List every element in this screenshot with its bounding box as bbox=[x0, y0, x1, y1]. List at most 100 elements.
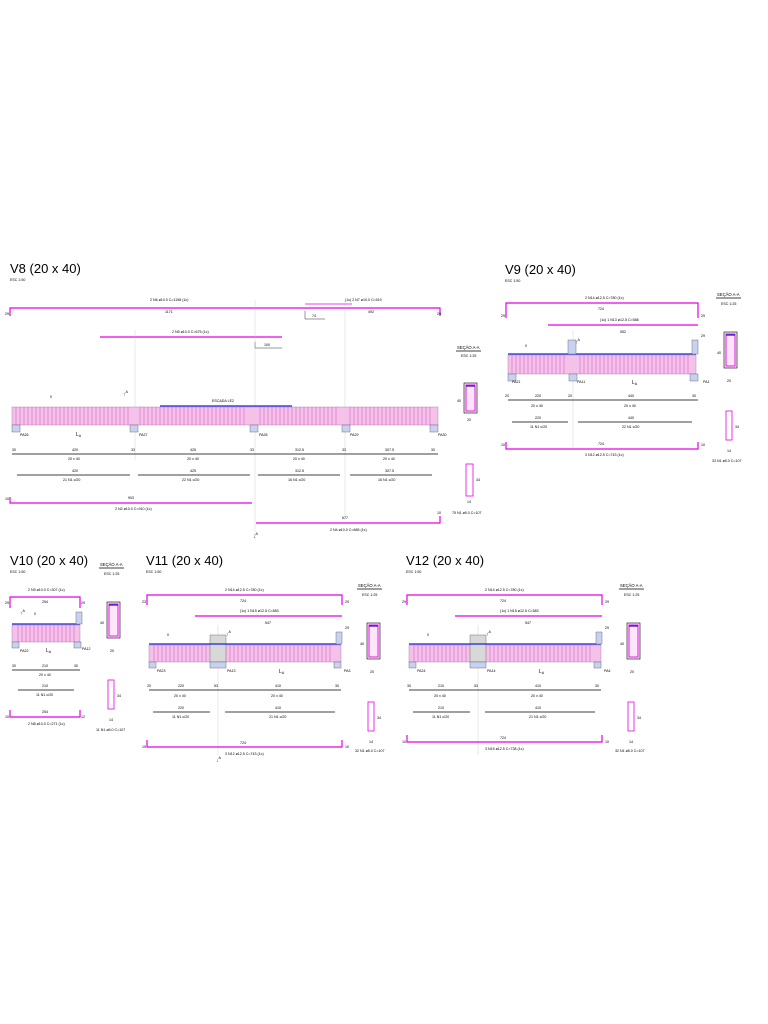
hook-length: 10 bbox=[5, 497, 9, 501]
stirrup-length: 210 bbox=[42, 684, 48, 688]
column-stub bbox=[249, 424, 259, 433]
top-bar-n14 bbox=[505, 302, 699, 318]
hook-length: 29 bbox=[701, 334, 705, 338]
span-section: 20 x 40 bbox=[531, 404, 543, 408]
hook-length: 10 bbox=[605, 740, 609, 744]
stirrup-detail bbox=[627, 701, 635, 732]
bottom-length: 724 bbox=[500, 736, 506, 740]
span-section: 20 x 40 bbox=[187, 457, 199, 461]
section-outline bbox=[723, 331, 738, 369]
support-dim: 20 bbox=[505, 394, 509, 398]
span-label: LA bbox=[76, 432, 82, 438]
span-section: 20 x 40 bbox=[531, 694, 543, 698]
section-mark: ↑A bbox=[123, 390, 129, 398]
bottom-bar bbox=[146, 740, 343, 748]
section-scale: ESC 1:25 bbox=[721, 302, 736, 306]
stirrup-detail-height: 34 bbox=[735, 425, 739, 429]
beam-elevation bbox=[507, 354, 697, 375]
column-stub bbox=[408, 661, 417, 669]
span-label: LA bbox=[539, 669, 545, 675]
intermediate-column bbox=[469, 634, 487, 663]
section-scale: ESC 1:25 bbox=[624, 593, 639, 597]
top-bar-label: 2 N6 ø10.0 C=1198 (1c) bbox=[150, 298, 188, 302]
bottom-length: 254 bbox=[42, 710, 48, 714]
stirrup-spec: 21 N1 c/20 bbox=[529, 715, 546, 719]
section-mark: ↓A bbox=[216, 756, 222, 764]
top-bar-n6 bbox=[9, 307, 441, 316]
bottom-bar-n2 bbox=[9, 497, 252, 504]
section-stirrup bbox=[725, 333, 736, 367]
section-scale: ESC 1:25 bbox=[362, 593, 377, 597]
bottom-bar-label: 2 N4 ø10.0 C=685 (1c) bbox=[330, 528, 367, 532]
stirrup-detail bbox=[465, 463, 474, 497]
support-dim: 33 bbox=[342, 448, 346, 452]
support-label: PA3 bbox=[344, 669, 351, 673]
stirrup-spec: 22 N1 c/20 bbox=[622, 425, 639, 429]
section-width: 20 bbox=[630, 670, 634, 674]
span-label: LA bbox=[632, 380, 638, 386]
span-dim: 410 bbox=[275, 684, 281, 688]
stirrup-detail-width: 14 bbox=[727, 449, 731, 453]
stirrup-spec: 11 N1 c/20 bbox=[172, 715, 189, 719]
section-mark: ↑A bbox=[226, 630, 232, 638]
column-stub bbox=[689, 373, 699, 382]
span-dim: 440 bbox=[628, 394, 634, 398]
section-height: 40 bbox=[620, 642, 624, 646]
column-stub bbox=[11, 424, 21, 433]
column-stub bbox=[333, 661, 342, 669]
span-section: 20 x 40 bbox=[271, 694, 283, 698]
stirrup-length: 312.5 bbox=[295, 469, 304, 473]
hook-length: 10 bbox=[5, 715, 9, 719]
stirrup-detail bbox=[367, 701, 375, 732]
support-dim: 53 bbox=[474, 684, 478, 688]
support-label: PA4 bbox=[604, 669, 611, 673]
span-label: LA bbox=[46, 648, 52, 654]
beam-title: V9 (20 x 40) bbox=[505, 262, 576, 277]
stirrup-detail-label: 11 N1 ø5.0 C=107 bbox=[96, 728, 125, 732]
stirrup-spec: 21 N1 c/20 bbox=[63, 478, 80, 482]
hook-length: 29 bbox=[345, 626, 349, 630]
support-label: PA23 bbox=[157, 669, 166, 673]
support-dim: 33 bbox=[131, 448, 135, 452]
section-height: 40 bbox=[457, 399, 461, 403]
section-scale: ESC 1:25 bbox=[461, 354, 476, 358]
top-length: 492 bbox=[368, 310, 374, 314]
stirrup-length: 420 bbox=[72, 469, 78, 473]
bottom-length: 724 bbox=[598, 442, 604, 446]
intermediate-column bbox=[209, 634, 227, 663]
top-bar-label: 2 N9 ø10.0 C=307 (1c) bbox=[28, 588, 65, 592]
support-dim: 53 bbox=[214, 684, 218, 688]
section-stirrup bbox=[628, 624, 639, 658]
support-label: PA30 bbox=[438, 433, 447, 437]
column-stub bbox=[73, 641, 82, 649]
stirrup-detail-width: 14 bbox=[629, 740, 633, 744]
beam-title: V8 (20 x 40) bbox=[10, 261, 81, 276]
span-section: 20 x 40 bbox=[624, 404, 636, 408]
beam-v8: V8 (20 x 40) ESC 1:50 2 N6 ø10.0 C=1198 … bbox=[5, 261, 481, 540]
support-dim: 30 bbox=[74, 664, 78, 668]
beam-scale: ESC 1:50 bbox=[406, 570, 421, 574]
negative-bar-label: 2 N5 ø10.0 C=675 (1c) bbox=[172, 330, 209, 334]
support-dim: 20 bbox=[568, 394, 572, 398]
column-stub bbox=[507, 373, 517, 382]
stirrup-detail-label: 32 N1 ø5.0 C=107 bbox=[615, 749, 644, 753]
section-outline bbox=[463, 382, 478, 414]
hook-length: 10 bbox=[345, 745, 349, 749]
stirrup-detail bbox=[107, 679, 115, 710]
column-stub bbox=[469, 661, 487, 669]
top-length: 254 bbox=[42, 600, 48, 604]
beam-elevation bbox=[408, 644, 602, 663]
hook-length: 10 bbox=[701, 443, 705, 447]
hook-length: 29 bbox=[437, 312, 441, 316]
top-length: 1171 bbox=[165, 310, 173, 314]
support-label: PA14 bbox=[487, 669, 496, 673]
section-mark: ↑A bbox=[20, 609, 26, 617]
bottom-bar-n4 bbox=[256, 516, 441, 524]
column-stub bbox=[209, 661, 227, 669]
span-dim: 410 bbox=[535, 684, 541, 688]
section-width: 20 bbox=[370, 670, 374, 674]
column-stub bbox=[11, 641, 20, 649]
section-outline bbox=[626, 622, 641, 660]
column-above bbox=[335, 631, 343, 645]
beam-v10: V10 (20 x 40) ESC 1:50 2 N9 ø10.0 C=307 … bbox=[5, 553, 125, 732]
